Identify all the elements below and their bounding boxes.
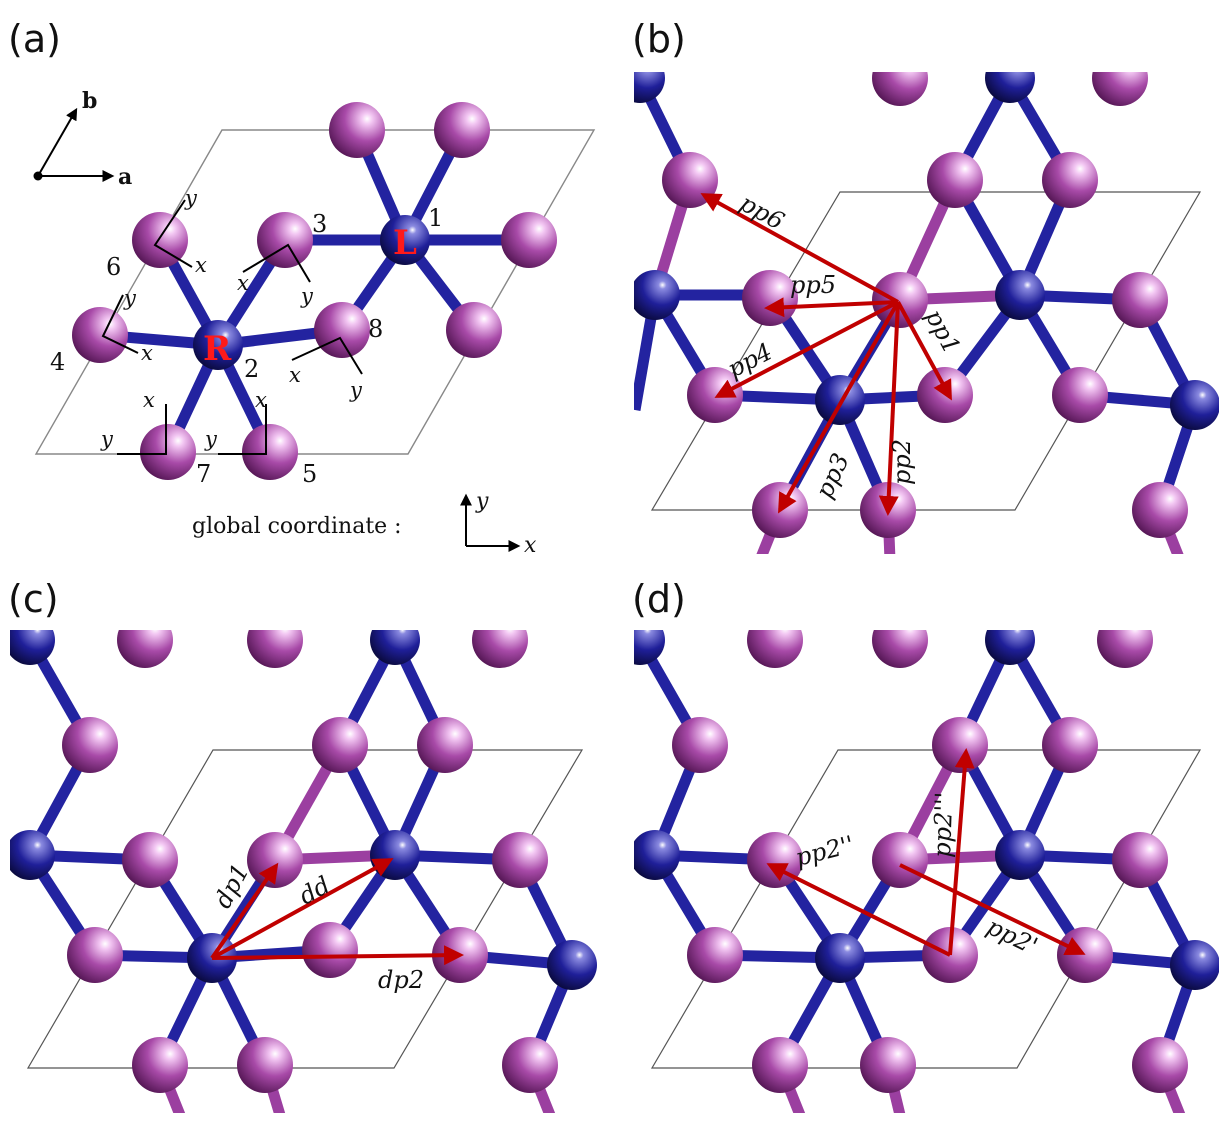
hopping-arrows-b [700,193,952,516]
axis-x-label: x [289,363,301,387]
panel-d-label: (d) [632,577,686,621]
hopping-arrows-d [766,748,1086,957]
bond-label-dd: dd [294,871,334,910]
local-frames [101,199,363,455]
arrow-dd [211,858,394,960]
atoms-b [634,72,1219,538]
global-coordinate: global coordinate : y x [192,489,537,558]
unit-cell-d [650,749,1202,1069]
axis-x-label: x [141,341,153,365]
global-coordinate-label: global coordinate : [192,514,402,539]
bond-label-pp2: pp2 [888,439,916,485]
lattice-b-label: b [82,88,97,114]
atoms-a [72,102,557,480]
panel-d: (d) [632,577,1219,1113]
ligand-number-2: 2 [244,355,259,383]
arrow-pp2-prime [899,863,1086,956]
bond-label-pp3: pp3 [810,449,855,503]
hopping-arrows-c [210,858,464,966]
arrow-pp4 [714,300,899,398]
arrow-pp3 [778,301,900,514]
panel-b-label: (b) [632,17,686,61]
panel-b: (b) [632,17,1219,554]
axis-y-label: y [300,284,314,308]
axis-x-label: x [237,271,249,295]
panel-c: (c) [8,577,597,1113]
axis-x-label: x [255,388,267,412]
metal-site-R [193,320,243,370]
bond-label-pp2-double-prime: pp2'' [793,830,857,871]
axis-y-label: y [349,378,363,402]
lattice-vectors: a b [33,88,132,190]
arrow-pp2-triple-prime [948,748,975,956]
panel-c-label: (c) [8,577,59,621]
panel-a: (a) a b [8,17,596,558]
local-axis-labels: y x y x x y x y x y x y [100,186,363,451]
axis-y-label: y [100,427,114,451]
ligand-number-4: 4 [50,348,65,376]
ligand-number-7: 7 [196,460,211,488]
lattice-a-label: a [118,164,132,190]
site-R-label: R [203,329,232,369]
arrow-pp2-double-prime [766,863,951,957]
axis-y-label: y [184,186,198,210]
ligand-number-6: 6 [106,253,121,281]
arrow-dp1 [210,862,279,960]
ligand-number-3: 3 [312,210,327,238]
arrow-pp6 [700,193,899,304]
global-y-label: y [475,489,489,514]
bond-label-pp5: pp5 [790,271,836,299]
arrow-pp5 [764,297,899,318]
arrow-pp1 [896,301,952,401]
metal-site-L [380,215,430,265]
bond-label-pp2-triple-prime: pp2''' [928,791,958,858]
panel-a-label: (a) [8,17,61,61]
bonds-a [99,127,529,455]
ligand-numbers: 1 2 3 4 5 6 7 8 [50,204,443,488]
ligand-number-8: 8 [368,315,383,343]
axis-x-label: x [195,253,207,277]
arrow-dp2 [211,945,464,966]
ligand-number-1: 1 [428,204,443,232]
global-x-label: x [524,533,537,558]
axis-x-label: x [143,388,155,412]
axis-y-label: y [123,286,137,310]
atoms-d [634,630,1219,1093]
site-L-label: L [393,223,417,263]
axis-y-label: y [204,427,218,451]
ligand-number-5: 5 [302,460,317,488]
arrow-pp2 [878,301,900,516]
bond-label-dp2: dp2 [378,966,424,994]
